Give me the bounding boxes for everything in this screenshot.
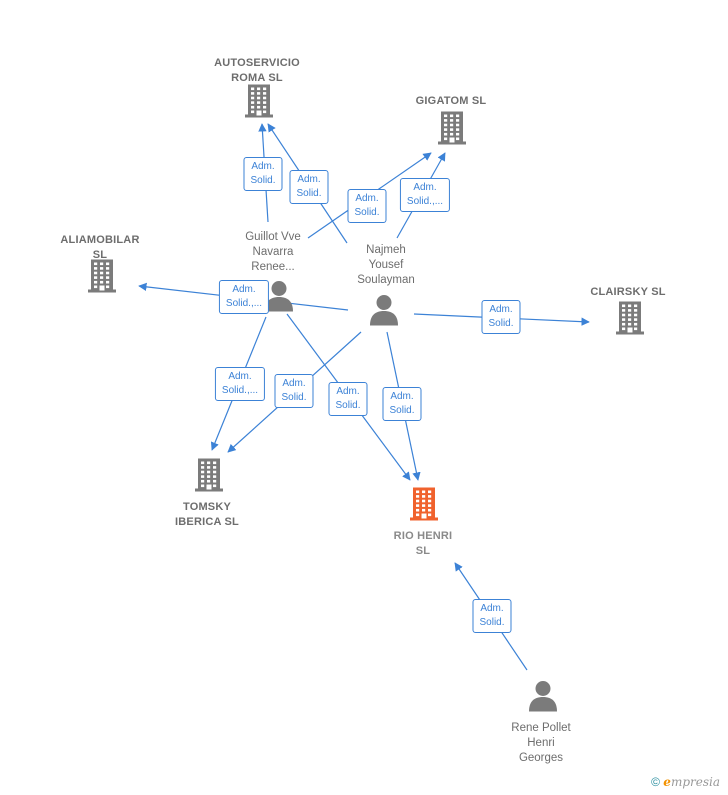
copyright-notice: © empresia <box>651 775 720 789</box>
building-icon[interactable] <box>244 84 274 123</box>
edge-label: Adm. Solid. <box>481 300 521 334</box>
empresia-logo: empresia <box>663 775 720 789</box>
node-label-guillot[interactable]: Guillot Vve Navarra Renee... <box>245 231 301 273</box>
copyright-symbol: © <box>651 775 660 789</box>
building-icon[interactable] <box>409 487 439 526</box>
node-label-clairsky[interactable]: CLAIRSKY SL <box>590 286 666 298</box>
node-label-tomsky[interactable]: TOMSKY IBERICA SL <box>175 501 239 528</box>
building-icon[interactable] <box>87 259 117 298</box>
edge-label: Adm. Solid.,... <box>214 367 266 401</box>
person-icon[interactable] <box>528 680 558 717</box>
edge-label: Adm. Solid. <box>382 387 422 421</box>
node-label-najmeh[interactable]: Najmeh Yousef Soulayman <box>357 244 415 286</box>
node-label-rene[interactable]: Rene Pollet Henri Georges <box>511 722 571 764</box>
edge-label: Adm. Solid. <box>472 599 512 633</box>
edge-label: Adm. Solid. <box>243 157 283 191</box>
person-icon[interactable] <box>369 294 399 331</box>
building-icon[interactable] <box>194 458 224 497</box>
node-label-autoservicio[interactable]: AUTOSERVICIO ROMA SL <box>214 57 300 84</box>
node-label-riohenri[interactable]: RIO HENRI SL <box>393 530 453 557</box>
edge-label: Adm. Solid. <box>328 382 368 416</box>
edge-label: Adm. Solid. <box>347 189 387 223</box>
edge-label: Adm. Solid. <box>274 374 314 408</box>
edge-label: Adm. Solid. <box>289 170 329 204</box>
edge-label: Adm. Solid.,... <box>218 280 270 314</box>
edge-label: Adm. Solid.,... <box>399 178 451 212</box>
building-icon[interactable] <box>437 111 467 150</box>
person-icon[interactable] <box>264 280 294 317</box>
node-label-aliamobilar[interactable]: ALIAMOBILAR SL <box>60 234 140 261</box>
node-label-gigatom[interactable]: GIGATOM SL <box>415 95 487 107</box>
building-icon[interactable] <box>615 301 645 340</box>
